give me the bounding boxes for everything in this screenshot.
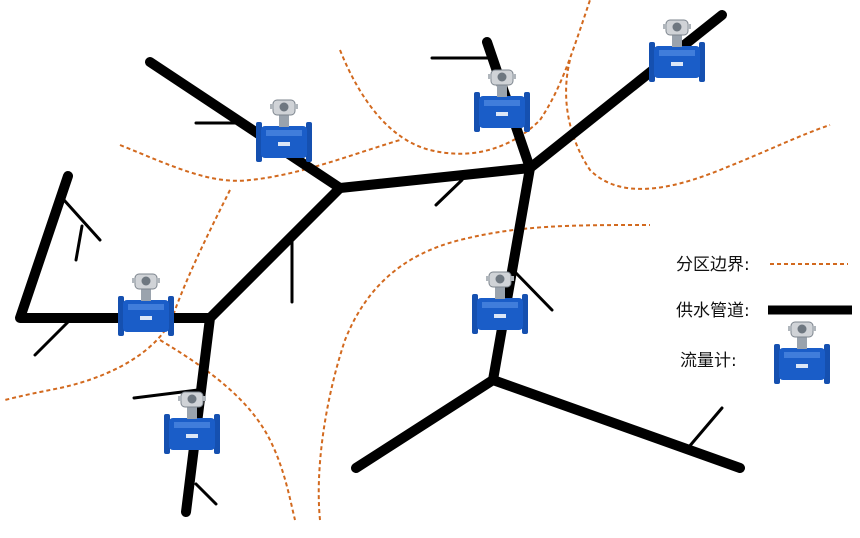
zone-boundary-line: [4, 189, 231, 401]
legend-label-pipe: 供水管道:: [676, 301, 750, 321]
flow-meter-icon: [255, 99, 313, 163]
branch-pipe: [62, 198, 102, 242]
flow-meter-icon: [471, 271, 529, 335]
zone-boundary-line: [317, 224, 651, 521]
supply-pipes: [15, 10, 745, 517]
flow-meter-icon: [163, 391, 221, 455]
branch-pipe: [132, 388, 200, 400]
legend: 分区边界: 供水管道: 流量计:: [676, 255, 852, 385]
branch-pipe: [194, 482, 218, 506]
pipe-segment: [181, 183, 345, 517]
pipe-segment: [15, 171, 215, 323]
zone-boundary-line: [159, 339, 296, 521]
pipe-segment: [488, 163, 535, 385]
zone-boundaries: [4, 0, 831, 521]
zone-boundary-line: [119, 139, 401, 182]
legend-flow-meter-icon: [773, 321, 831, 385]
flow-meter-icon: [117, 273, 175, 337]
flow-meter-icon: [473, 69, 531, 133]
zone-boundary-line: [565, 59, 831, 190]
pipe-segment: [351, 375, 745, 473]
branch-pipe: [434, 178, 464, 207]
branch-pipe: [513, 270, 554, 312]
zone-boundary-line: [339, 0, 591, 155]
pipe-segment: [145, 10, 727, 193]
branch-pipe: [33, 320, 70, 357]
branch-pipe: [686, 406, 724, 450]
branch-pipe: [74, 224, 84, 262]
branch-pipes: [33, 56, 724, 506]
legend-label-boundary: 分区边界:: [676, 255, 750, 275]
legend-label-meter: 流量计:: [680, 351, 737, 371]
